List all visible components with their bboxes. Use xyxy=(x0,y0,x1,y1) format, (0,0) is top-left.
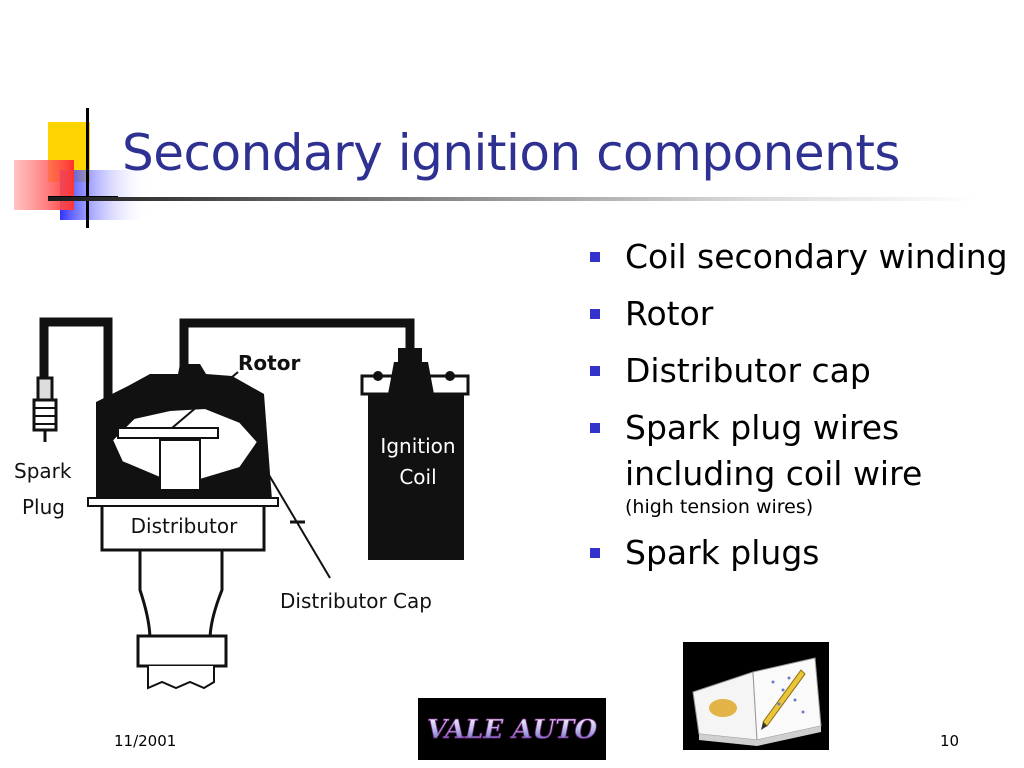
ignition-coil: Ignition Coil xyxy=(360,348,470,560)
distributor-cap-label: Distributor Cap xyxy=(280,589,432,613)
bullet-item: Spark plug wires including coil wire (hi… xyxy=(588,405,1008,519)
distributor: Distributor xyxy=(87,364,279,690)
ignition-label: Ignition xyxy=(380,434,455,458)
bullet-square-icon xyxy=(590,252,600,262)
bullet-square-icon xyxy=(590,309,600,319)
bullet-item: Rotor xyxy=(588,291,1008,337)
footer-date: 11/2001 xyxy=(114,732,177,750)
bullet-text: Spark plug wires including coil wire xyxy=(625,408,923,493)
coil-wire xyxy=(179,318,415,382)
bullet-text: Coil secondary winding xyxy=(625,237,1008,276)
page-number: 10 xyxy=(940,732,960,750)
bullet-text: Rotor xyxy=(625,294,714,333)
vale-auto-logo: VALE AUTO xyxy=(418,698,606,760)
rotor-pointer xyxy=(171,371,239,429)
plug-label: Plug xyxy=(22,495,65,519)
title-underline xyxy=(48,197,978,201)
book-clipart xyxy=(683,642,829,750)
distributor-cap-pointer xyxy=(265,469,331,579)
bullet-square-icon xyxy=(590,366,600,376)
bullet-list: Coil secondary winding Rotor Distributor… xyxy=(588,234,1008,587)
ignition-diagram: Distributor Rotor Distributor Cap Igniti… xyxy=(14,317,470,690)
bullet-item: Spark plugs xyxy=(588,530,1008,576)
spark-plug-wire xyxy=(39,317,113,400)
rotor-label: Rotor xyxy=(238,351,300,375)
bullet-square-icon xyxy=(590,423,600,433)
spark-label: Spark xyxy=(14,459,72,483)
spark-plug xyxy=(32,376,58,442)
distributor-label: Distributor xyxy=(131,514,238,538)
bullet-square-icon xyxy=(590,548,600,558)
coil-label: Coil xyxy=(399,465,436,489)
bullet-text: Spark plugs xyxy=(625,533,820,572)
title-decoration xyxy=(14,108,150,228)
logo-text: VALE AUTO xyxy=(427,715,598,745)
bullet-item: Distributor cap xyxy=(588,348,1008,394)
slide-title: Secondary ignition components xyxy=(122,124,900,182)
bullet-subtext: (high tension wires) xyxy=(625,496,814,518)
bullet-text: Distributor cap xyxy=(625,351,871,390)
bullet-item: Coil secondary winding xyxy=(588,234,1008,280)
